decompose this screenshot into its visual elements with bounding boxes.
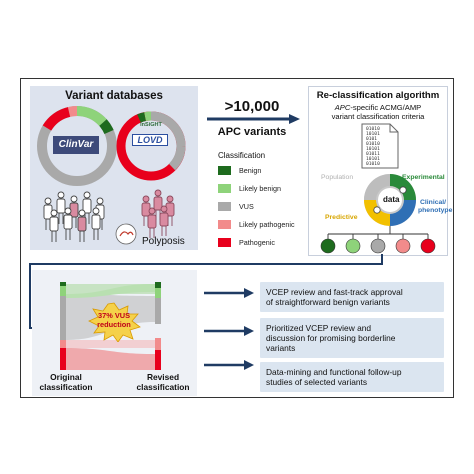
outcome-2-line3: variants [266,343,296,353]
document-binary: 01010 10101 0101 01010 10101 01011 10101… [366,127,396,167]
people-icon-group-right [141,189,175,238]
database-donuts [37,106,186,245]
legend-swatch-pathogenic [218,237,231,247]
tree-node-likely-benign [345,238,361,254]
outcome-1-line1: VCEP review and fast-track approval [266,287,403,297]
insight-logo-text: InSiGHT [140,122,162,128]
label-data: data [383,195,400,204]
algorithm-title: Re-classification algorithm [316,90,440,101]
binary-line: 10101 [366,132,380,137]
variant-count-subtitle-text: APC variants [217,126,287,138]
outcome-box-prioritized-review: Prioritized VCEP review and discussion f… [260,318,444,358]
label-predictive: Predictive [325,214,358,221]
binary-line: 10101 [366,147,380,152]
algorithm-subtitle-rest: -specific ACMG/AMP [350,103,422,112]
polyposis-label: Polyposis [142,236,185,247]
document-icon [361,123,399,169]
label-clinical: Clinical/ [420,199,447,206]
top-right-arrow [207,114,300,124]
tree-node-likely-pathogenic [395,238,411,254]
legend-label-pathogenic: Pathogenic [239,237,275,247]
clinvar-donut [37,106,117,186]
binary-line: 01011 [366,152,380,157]
legend-title: Classification [218,151,266,160]
legend-label-likely-benign: Likely benign [239,183,281,193]
tree-node-pathogenic [420,238,436,254]
sankey-right-bars [155,282,161,370]
vus-reduction-badge [88,302,141,342]
legend-item-pathogenic: Pathogenic [218,236,275,248]
outcome-1-line2: of straightforward benign variants [266,297,390,307]
original-label-line2: classification [39,381,93,392]
lovd-logo-text: LOVD [137,135,163,145]
vus-reduction-text: 37% VUS reduction [86,311,142,329]
label-population: Population [321,174,354,181]
revised-label-line1: Revised [146,372,180,382]
people-icon-group-left [43,191,105,242]
legend-label-benign: Benign [239,165,262,175]
original-classification-label: Original classification [36,372,96,392]
legend-swatch-likely-pathogenic [218,219,231,229]
legend-item-benign: Benign [218,164,261,176]
clinvar-logo: ClinVar [53,136,99,154]
vus-reduction-line1: 37% VUS [97,311,131,320]
legend-item-likely-benign: Likely benign [218,182,281,194]
outcome-2-line2: discussion for promising borderline [266,333,396,343]
binary-line: 01010 [366,127,380,132]
binary-line: 0101 [366,137,378,142]
label-phenotype: phenotype [418,207,453,214]
tree-node-vus [370,238,386,254]
binary-line: 10101 [366,157,380,162]
polyp-icon [115,223,137,245]
algorithm-graphic [320,123,436,254]
legend-label-vus: VUS [239,201,254,211]
label-experimental: Experimental [402,174,445,181]
insight-logo: InSiGHT [136,122,166,128]
vus-reduction-line2: reduction [97,319,131,329]
gear-icon [364,174,416,226]
revised-label-line2: classification [136,381,190,392]
legend-swatch-vus [218,201,231,211]
binary-line: 01010 [366,162,380,167]
legend-swatch-benign [218,165,231,175]
outcome-2-line1: Prioritized VCEP review and [266,323,372,333]
original-label-line1: Original [50,372,82,382]
algorithm-subtitle-gene: APC [334,103,351,112]
variant-count: >10,000 [224,98,280,115]
sankey-diagram [60,282,161,370]
outcome-arrows [204,288,254,370]
sankey-flows [65,284,155,370]
clinvar-logo-text: ClinVar [58,139,94,150]
algorithm-panel [308,86,448,256]
legend: Benign Likely benign VUS Likely pathogen… [218,164,308,254]
variant-count-subtitle: APC variants [204,126,300,138]
legend-item-likely-pathogenic: Likely pathogenic [218,218,295,230]
tree-connectors [327,226,429,240]
binary-line: 01010 [366,142,380,147]
variant-databases-title: Variant databases [65,90,163,102]
outcome-box-fast-track: VCEP review and fast-track approval of s… [260,282,444,312]
outcome-box-data-mining: Data-mining and functional follow-up stu… [260,362,444,392]
lovd-logo: LOVD [132,134,168,146]
legend-swatch-likely-benign [218,183,231,193]
revised-classification-label: Revised classification [130,372,196,392]
outcome-3-line2: studies of selected variants [266,377,368,387]
sankey-left-bars [60,282,66,370]
legend-label-likely-pathogenic: Likely pathogenic [239,219,295,229]
algorithm-subtitle: APC-specific ACMG/AMP [305,103,451,112]
lovd-donut [116,111,186,181]
legend-item-vus: VUS [218,200,254,212]
algorithm-subtitle-line2: variant classification criteria [331,112,425,121]
tree-node-benign [320,238,336,254]
outcome-3-line1: Data-mining and functional follow-up [266,367,402,377]
